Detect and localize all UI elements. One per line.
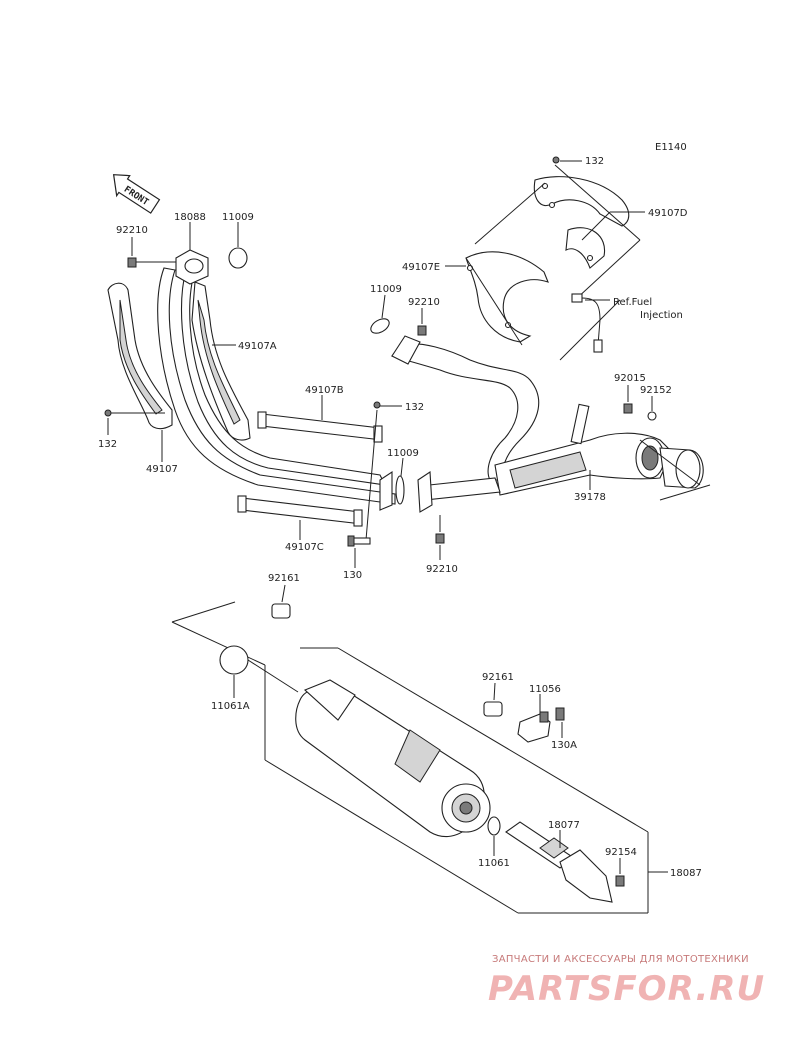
- label-11061: 11061: [478, 858, 510, 869]
- heat-guard-49107B: [257, 411, 383, 443]
- watermark-logo: ЗАПЧАСТИ И АКСЕССУАРЫ ДЛЯ МОТОТЕХНИКИ PA…: [488, 954, 765, 1009]
- collector-39178: [494, 403, 704, 496]
- heat-guard-49107E: [465, 251, 549, 343]
- label-130A: 130A: [551, 740, 577, 751]
- heat-guard-49107C: [237, 495, 363, 527]
- label-132-mid: 132: [405, 402, 424, 413]
- gasket-11009-left: [228, 247, 248, 269]
- label-49107E: 49107E: [402, 262, 440, 273]
- bracket-11056: [517, 711, 551, 743]
- bolt-92154: [615, 875, 625, 887]
- bushing-92161-top: [271, 603, 291, 619]
- heat-guard-49107D: [533, 176, 630, 269]
- label-92152: 92152: [640, 385, 672, 396]
- label-18077: 18077: [548, 820, 580, 831]
- label-11061A: 11061A: [211, 701, 250, 712]
- label-11009-upper: 11009: [370, 284, 402, 295]
- front-arrow-icon: FRONT: [112, 174, 161, 214]
- muffler-18087: [295, 679, 491, 838]
- label-49107C: 49107C: [285, 542, 324, 553]
- label-132-top: 132: [585, 156, 604, 167]
- flange-right-mid: [417, 471, 433, 513]
- label-39178: 39178: [574, 492, 606, 503]
- nut-92210-lower: [435, 533, 445, 544]
- label-92210-lower: 92210: [426, 564, 458, 575]
- label-130: 130: [343, 570, 362, 581]
- nut-92210-left: [127, 257, 137, 268]
- label-92161-top: 92161: [268, 573, 300, 584]
- heat-guard-49107: [107, 282, 173, 430]
- gasket-11061A: [219, 645, 249, 675]
- flange-18088: [175, 249, 209, 285]
- label-18088: 18088: [174, 212, 206, 223]
- bolt-132-left: [104, 409, 112, 417]
- nut-92015: [623, 403, 633, 414]
- label-92210-upper: 92210: [408, 297, 440, 308]
- bolt-132-mid: [373, 401, 381, 409]
- label-92210-left: 92210: [116, 225, 148, 236]
- label-49107B: 49107B: [305, 385, 344, 396]
- label-49107: 49107: [146, 464, 178, 475]
- washer-92152: [647, 411, 657, 421]
- o2-sensor: [571, 293, 603, 353]
- flange-left-mid: [379, 470, 393, 511]
- label-132-left: 132: [98, 439, 117, 450]
- heat-guard-49107A: [191, 281, 251, 441]
- bolt-130: [347, 535, 371, 547]
- label-ref-fuel-2: Injection: [640, 310, 683, 321]
- bolt-130A: [555, 707, 565, 721]
- gasket-11009-mid: [395, 475, 405, 505]
- label-92154: 92154: [605, 847, 637, 858]
- watermark-caption: ЗАПЧАСТИ И АКСЕССУАРЫ ДЛЯ МОТОТЕХНИКИ: [492, 954, 749, 965]
- bushing-92161-mid: [483, 701, 503, 717]
- label-11009-left: 11009: [222, 212, 254, 223]
- label-92161-mid: 92161: [482, 672, 514, 683]
- label-11056: 11056: [529, 684, 561, 695]
- label-ref-fuel-1: Ref.Fuel: [613, 297, 652, 308]
- label-11009-mid: 11009: [387, 448, 419, 459]
- label-49107D: 49107D: [648, 208, 688, 219]
- label-92015: 92015: [614, 373, 646, 384]
- baffle-18077: [505, 821, 613, 903]
- watermark-logo-text: PARTSFOR.RU: [488, 969, 765, 1009]
- label-18087: 18087: [670, 868, 702, 879]
- bolt-132-top: [552, 156, 560, 164]
- label-49107A: 49107A: [238, 341, 277, 352]
- diagram-code: E1140: [655, 142, 687, 153]
- nut-92210-upper: [417, 325, 427, 336]
- gasket-11009-upper: [370, 318, 390, 334]
- gasket-11061: [487, 816, 501, 836]
